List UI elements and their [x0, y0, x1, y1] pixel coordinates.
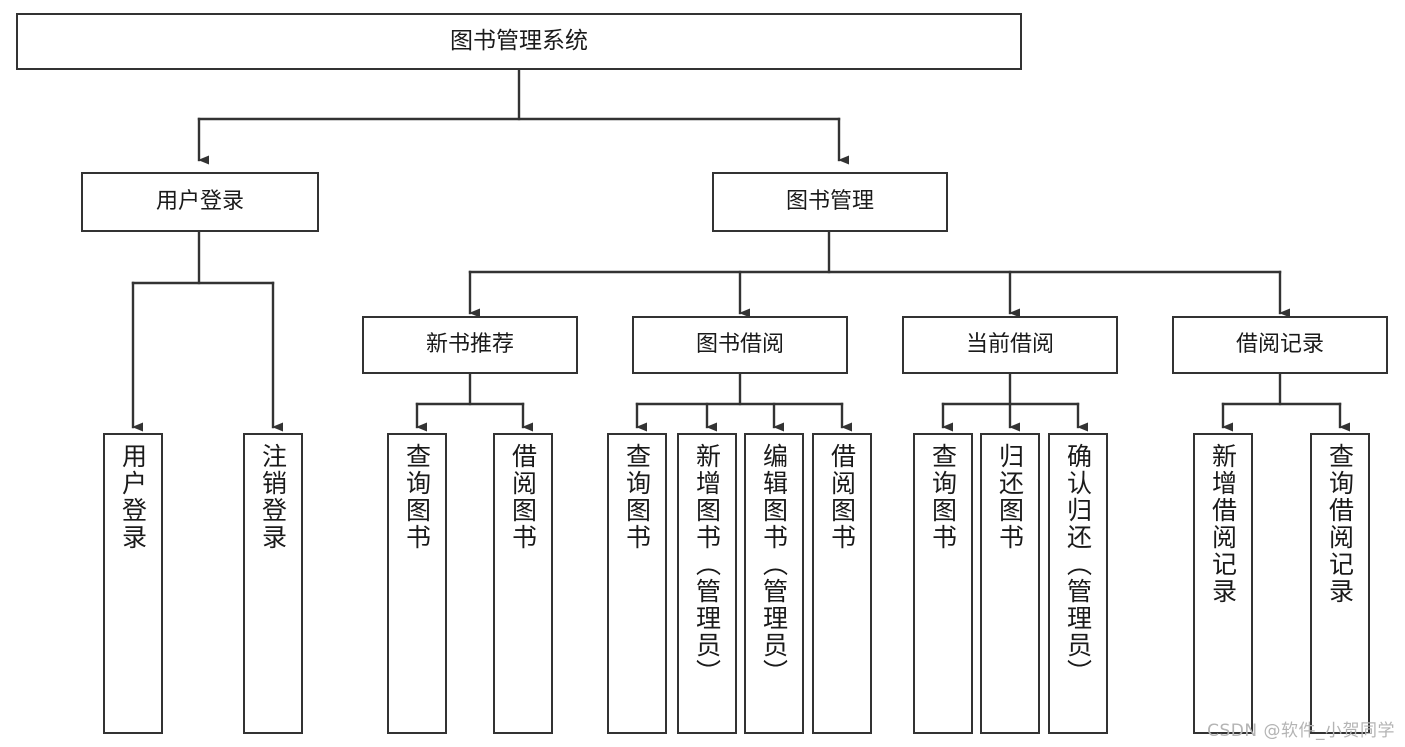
leaf-current-borrow-confirm-return-admin[interactable]: 确认归还（管理员） [1048, 433, 1108, 734]
leaf-current-borrow-return[interactable]: 归还图书 [980, 433, 1040, 734]
leaf-new-book-query[interactable]: 查询图书 [387, 433, 447, 734]
node-user-login[interactable]: 用户登录 [81, 172, 319, 232]
node-root-book-management-system[interactable]: 图书管理系统 [16, 13, 1022, 70]
node-label: 图书借阅 [695, 332, 784, 358]
node-label: 图书管理 [785, 189, 874, 215]
node-label: 用户登录 [155, 189, 244, 215]
node-label: 编辑图书（管理员） [759, 443, 789, 686]
node-label: 新增图书（管理员） [692, 443, 722, 686]
leaf-book-borrow-query[interactable]: 查询图书 [607, 433, 667, 734]
node-label: 当前借阅 [965, 332, 1054, 358]
node-label: 用户登录 [118, 443, 148, 551]
node-borrowing-record[interactable]: 借阅记录 [1172, 316, 1388, 374]
node-new-book-recommendation[interactable]: 新书推荐 [362, 316, 578, 374]
node-label: 图书管理系统 [450, 28, 588, 55]
leaf-current-borrow-query[interactable]: 查询图书 [913, 433, 973, 734]
node-label: 查询借阅记录 [1325, 443, 1355, 605]
node-label: 查询图书 [622, 443, 652, 551]
node-label: 借阅图书 [827, 443, 857, 551]
node-label: 归还图书 [995, 443, 1025, 551]
node-label: 新增借阅记录 [1208, 443, 1238, 605]
node-label: 借阅记录 [1235, 332, 1324, 358]
leaf-book-borrow-edit-admin[interactable]: 编辑图书（管理员） [744, 433, 804, 734]
node-label: 查询图书 [402, 443, 432, 551]
node-label: 查询图书 [928, 443, 958, 551]
leaf-user-login-signin[interactable]: 用户登录 [103, 433, 163, 734]
leaf-book-borrow-borrow[interactable]: 借阅图书 [812, 433, 872, 734]
node-label: 确认归还（管理员） [1063, 443, 1093, 686]
node-book-borrowing[interactable]: 图书借阅 [632, 316, 848, 374]
node-label: 注销登录 [258, 443, 288, 551]
node-book-management[interactable]: 图书管理 [712, 172, 948, 232]
node-label: 借阅图书 [508, 443, 538, 551]
leaf-borrow-record-add[interactable]: 新增借阅记录 [1193, 433, 1253, 734]
node-label: 新书推荐 [425, 332, 514, 358]
node-current-borrowing[interactable]: 当前借阅 [902, 316, 1118, 374]
leaf-borrow-record-query[interactable]: 查询借阅记录 [1310, 433, 1370, 734]
leaf-book-borrow-add-admin[interactable]: 新增图书（管理员） [677, 433, 737, 734]
leaf-user-login-signout[interactable]: 注销登录 [243, 433, 303, 734]
leaf-new-book-borrow[interactable]: 借阅图书 [493, 433, 553, 734]
